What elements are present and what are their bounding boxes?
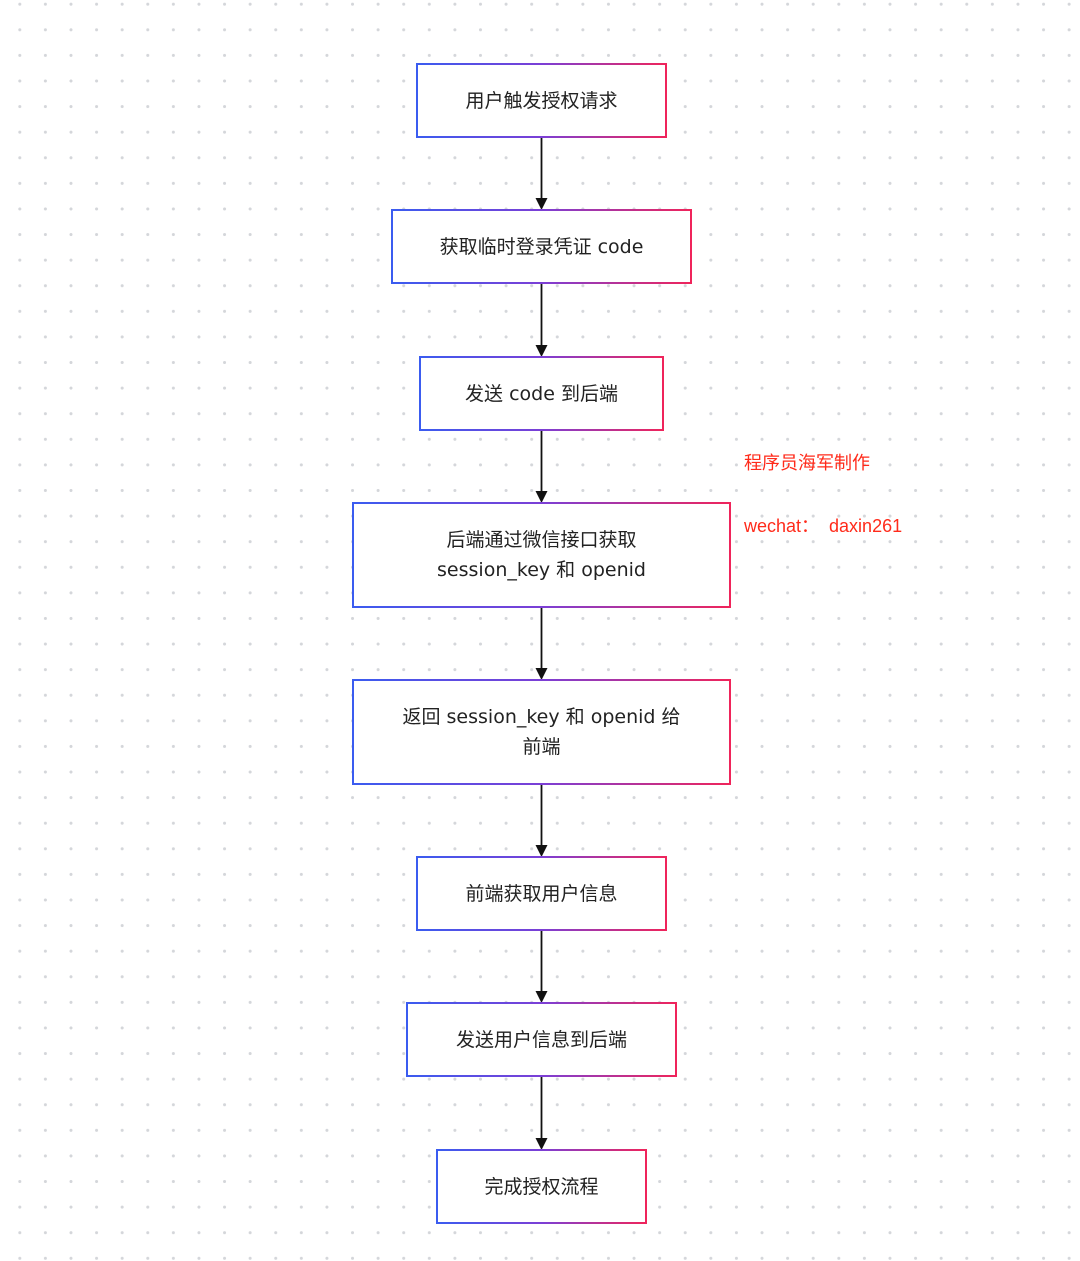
node-send-userinfo-to-backend[interactable]: 发送用户信息到后端 (406, 1002, 677, 1077)
node-label: 获取临时登录凭证 code (439, 235, 644, 258)
node-get-login-code[interactable]: 获取临时登录凭证 code (391, 209, 692, 284)
node-label: 完成授权流程 (484, 1175, 599, 1198)
watermark-line-2: wechat： daxin261 (744, 516, 903, 536)
node-label: 后端通过微信接口获取 session_key 和 openid (437, 529, 646, 581)
node-label: 发送 code 到后端 (465, 382, 618, 405)
node-label: 返回 session_key 和 openid 给 前端 (402, 706, 681, 758)
node-label: 发送用户信息到后端 (455, 1028, 627, 1051)
node-backend-get-session[interactable]: 后端通过微信接口获取 session_key 和 openid (352, 502, 731, 608)
watermark-line-1: 程序员海军制作 (744, 453, 870, 473)
node-user-trigger-auth[interactable]: 用户触发授权请求 (416, 63, 667, 138)
node-return-session-to-frontend[interactable]: 返回 session_key 和 openid 给 前端 (352, 679, 731, 785)
node-complete-auth[interactable]: 完成授权流程 (436, 1149, 647, 1224)
node-send-code-to-backend[interactable]: 发送 code 到后端 (419, 356, 664, 431)
watermark: 程序员海军制作 wechat： daxin261 (744, 411, 902, 579)
node-frontend-get-userinfo[interactable]: 前端获取用户信息 (416, 856, 667, 931)
node-label: 前端获取用户信息 (465, 882, 618, 905)
node-label: 用户触发授权请求 (465, 89, 618, 112)
